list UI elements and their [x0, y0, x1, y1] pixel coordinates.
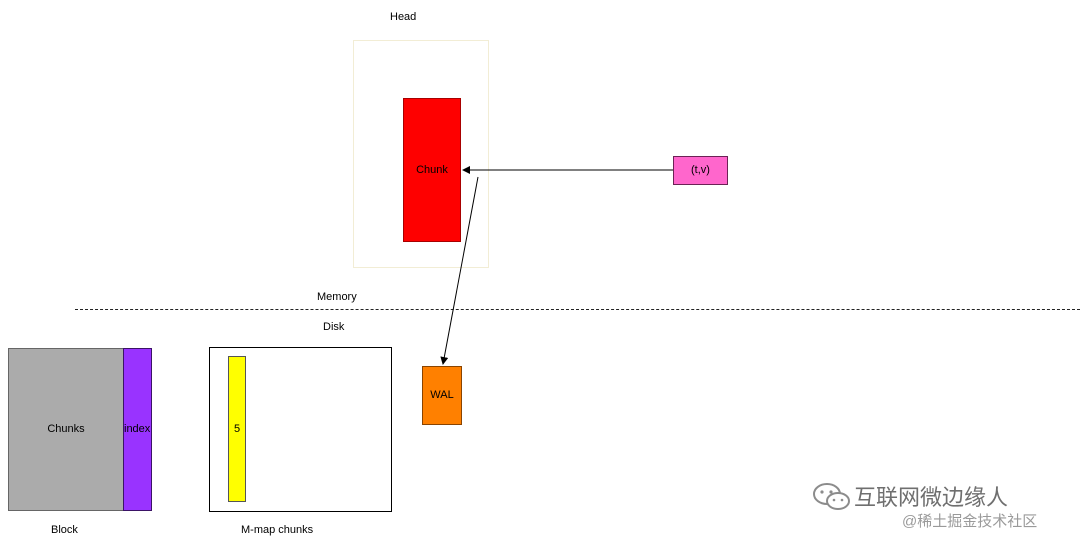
memory-disk-divider [75, 309, 1080, 310]
block-chunks-box: Chunks [8, 348, 124, 511]
watermark-title: 互联网微边缘人 [854, 485, 1009, 510]
mmap-chunk-bar: 5 [228, 356, 246, 502]
block-label: Block [51, 524, 78, 536]
sample-label: (t,v) [691, 164, 710, 176]
mmap-bar-label: 5 [233, 422, 241, 435]
wal-box: WAL [422, 366, 462, 425]
mmap-container [209, 347, 392, 512]
block-index-label: index [124, 423, 151, 435]
watermark-subtitle: @稀土掘金技术社区 [902, 513, 1038, 530]
block-index-box: index [123, 348, 152, 511]
wal-label: WAL [430, 389, 454, 401]
mmap-label: M-map chunks [241, 524, 314, 536]
chunk-label: Chunk [416, 163, 448, 176]
disk-label: Disk [323, 321, 345, 333]
head-container [353, 40, 489, 268]
chunk-box: Chunk [403, 98, 461, 242]
memory-label: Memory [317, 291, 357, 303]
wechat-icon [813, 483, 850, 510]
head-label: Head [390, 11, 417, 23]
block-chunks-label: Chunks [47, 423, 85, 435]
sample-box: (t,v) [673, 156, 728, 185]
